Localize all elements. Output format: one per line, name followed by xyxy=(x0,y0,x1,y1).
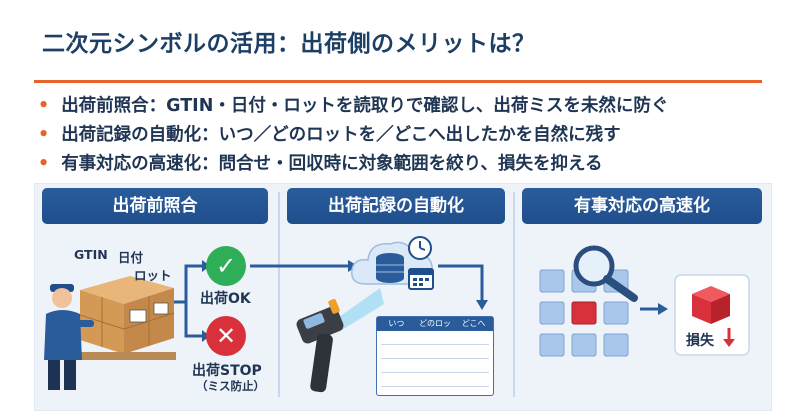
table-row xyxy=(381,331,489,345)
ship-stop-label: 出荷STOP xyxy=(192,363,262,379)
down-arrow-icon xyxy=(723,328,735,347)
bullet-item: • 有事対応の高速化：問合せ・回収時に対象範囲を絞り、損失を抑える xyxy=(38,150,668,179)
check-icon: ✓ xyxy=(206,246,246,286)
title-underline xyxy=(34,80,762,83)
shipping-record-table: いつ どのロット どこへ xyxy=(376,316,494,396)
label-date: 日付 xyxy=(118,250,144,265)
panel-banner-shipping-check: 出荷前照合 xyxy=(42,188,268,224)
table-header-cell: どこへ xyxy=(461,319,486,328)
bullet-dot: • xyxy=(38,154,50,174)
table-row xyxy=(381,359,489,373)
panel-banner-auto-record: 出荷記録の自動化 xyxy=(287,188,505,224)
bullet-dot: • xyxy=(38,96,50,116)
cross-icon: ✕ xyxy=(206,316,246,356)
flow-arrow xyxy=(250,260,358,272)
result-arrow xyxy=(640,303,668,315)
record-arrow xyxy=(438,264,488,310)
table-header: いつ どのロット どこへ xyxy=(377,317,493,342)
boxes-icon xyxy=(78,276,176,360)
panel-banner-fast-response: 有事対応の高速化 xyxy=(522,188,762,224)
bullet-item: • 出荷記録の自動化：いつ／どのロットを／どこへ出したかを自然に残す xyxy=(38,121,668,150)
bullet-text: 有事対応の高速化：問合せ・回収時に対象範囲を絞り、損失を抑える xyxy=(61,154,603,174)
cube-grid-icon xyxy=(539,269,629,357)
table-row xyxy=(381,373,489,387)
panel-divider xyxy=(278,192,280,397)
bullet-item: • 出荷前照合：GTIN・日付・ロットを読取りで確認し、出荷ミスを未然に防ぐ xyxy=(38,92,668,121)
label-gtin: GTIN xyxy=(74,247,108,262)
ship-stop-note: （ミス防止） xyxy=(196,379,265,393)
red-cube-icon xyxy=(692,286,730,324)
ship-ok-label: 出荷OK xyxy=(200,291,251,307)
bullet-list: • 出荷前照合：GTIN・日付・ロットを読取りで確認し、出荷ミスを未然に防ぐ • 出… xyxy=(38,92,668,179)
bullet-dot: • xyxy=(38,125,50,145)
page-title: 二次元シンボルの活用：出荷側のメリットは？ xyxy=(42,31,536,57)
bullet-text: 出荷前照合：GTIN・日付・ロットを読取りで確認し、出荷ミスを未然に防ぐ xyxy=(61,96,669,116)
table-header-cell: いつ xyxy=(388,319,405,328)
scanner-beam xyxy=(332,288,384,330)
bullet-text: 出荷記録の自動化：いつ／どのロットを／どこへ出したかを自然に残す xyxy=(61,125,621,145)
table-header-cell: どのロット xyxy=(419,319,451,342)
table-row xyxy=(381,345,489,359)
loss-label: 損失 xyxy=(686,333,714,349)
clock-icon xyxy=(408,236,432,260)
panel-divider xyxy=(513,192,515,397)
magnifier-icon xyxy=(573,245,638,302)
scanner-icon xyxy=(296,298,344,393)
label-lot: ロット xyxy=(134,268,172,283)
calendar-icon xyxy=(408,268,434,290)
worker-icon xyxy=(44,284,94,390)
